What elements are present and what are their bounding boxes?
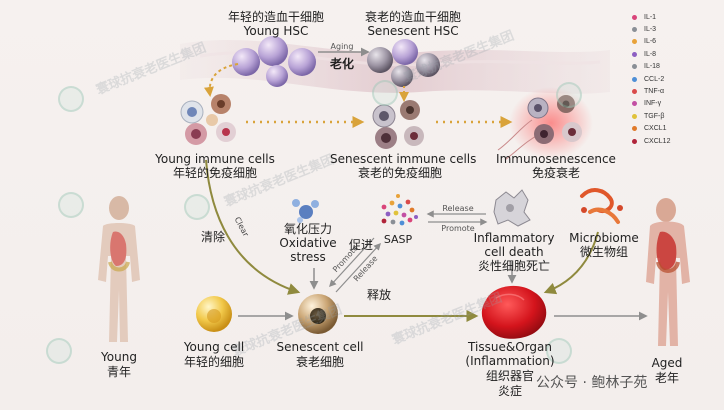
release-top-label: Release <box>442 204 474 213</box>
senescent-immune-label-en: Senescent immune cells <box>330 152 477 166</box>
aging-label-cn: 老化 <box>329 57 354 71</box>
young-hsc-label-cn: 年轻的造血干细胞 <box>227 10 324 24</box>
microbiome-label-en: Microbiome <box>569 231 639 245</box>
legend-label: IL-1 <box>644 13 657 21</box>
young-immune-cells-cluster <box>180 94 236 145</box>
senescent-immune-label-cn: 衰老的免疫细胞 <box>357 166 442 180</box>
legend-dot <box>632 126 637 132</box>
young-hsc-label-en: Young HSC <box>243 24 309 38</box>
immunosenescence-label-en: Immunosenescence <box>496 152 616 166</box>
young-cell-graphic <box>196 296 232 332</box>
inflammatory-death-icon <box>493 189 531 227</box>
promote-label-cn: 促进 <box>348 238 373 252</box>
legend-item: INF-γ <box>632 98 670 110</box>
legend-item: CXCL12 <box>632 135 670 147</box>
senescent-cell-label-en: Senescent cell <box>276 340 364 354</box>
immunosenescence-label-cn: 免疫衰老 <box>531 166 580 180</box>
legend-dot <box>632 27 637 33</box>
legend-item: IL-3 <box>632 23 670 35</box>
release-label-cn: 释放 <box>366 288 391 302</box>
legend-dot <box>632 39 637 45</box>
microbiome-icon <box>580 188 623 224</box>
legend-label: IL-18 <box>644 63 660 71</box>
watermark-logo <box>556 82 582 108</box>
tissue-label-cn1: 组织器官 <box>485 369 534 383</box>
legend-label: CXCL12 <box>644 137 671 145</box>
tissue-label-en1: Tissue&Organ <box>468 340 552 354</box>
aged-human-figure <box>646 198 690 346</box>
watermark-logo <box>46 338 72 364</box>
young-label-en: Young <box>101 350 137 364</box>
oxidative-label-en1: Oxidative <box>279 236 337 250</box>
legend-label: INF-γ <box>644 100 662 108</box>
legend-dot <box>632 89 637 95</box>
legend-label: IL-8 <box>644 50 657 58</box>
legend-dot <box>632 76 637 82</box>
legend-label: TNF-α <box>644 88 664 96</box>
legend-dot <box>632 101 637 107</box>
legend-dot <box>632 113 637 119</box>
sasp-label: SASP <box>383 233 413 246</box>
legend-item: TNF-α <box>632 85 670 97</box>
oxidative-stress-icon <box>292 199 319 223</box>
young-immune-label-en: Young immune cells <box>155 152 275 166</box>
wechat-signature: 公众号 · 鲍林子苑 <box>536 375 648 391</box>
legend-label: TGF-β <box>644 112 665 120</box>
inflam-death-label-cn: 炎性细胞死亡 <box>477 259 550 273</box>
watermark-logo <box>58 192 84 218</box>
inflam-death-label-2: cell death <box>484 245 544 259</box>
senescent-cell-graphic <box>298 294 338 334</box>
aging-label-en: Aging <box>330 42 354 51</box>
legend-item: IL-18 <box>632 61 670 73</box>
watermark-logo <box>372 80 398 106</box>
legend-dot <box>632 138 637 144</box>
watermark-logo <box>58 86 84 112</box>
microbiome-label-cn: 微生物组 <box>579 245 628 259</box>
watermark-logo <box>546 338 572 364</box>
aged-label-cn: 老年 <box>654 371 679 385</box>
legend-label: IL-3 <box>644 26 657 34</box>
young-cell-label-cn: 年轻的细胞 <box>183 355 244 369</box>
legend-item: TGF-β <box>632 110 670 122</box>
senescent-hsc-label-en: Senescent HSC <box>367 24 459 38</box>
senescent-hsc-cells <box>367 39 440 87</box>
promote-top-label: Promote <box>441 224 475 233</box>
tissue-label-cn2: 炎症 <box>497 384 522 398</box>
legend-label: IL-6 <box>644 38 657 46</box>
oxidative-label-cn: 氧化压力 <box>283 222 332 236</box>
inflam-death-label-1: Inflammatory <box>473 231 555 245</box>
legend-item: IL-1 <box>632 11 670 23</box>
senescent-hsc-label-cn: 衰老的造血干细胞 <box>364 10 461 24</box>
young-label-cn: 青年 <box>106 365 131 379</box>
sasp-particles <box>381 194 418 226</box>
young-hsc-cells <box>232 36 316 87</box>
oxidative-label-en2: stress <box>290 250 326 264</box>
tissue-organ-graphic <box>481 285 547 339</box>
watermark-logo <box>184 194 210 220</box>
clear-arrow <box>205 159 301 295</box>
legend-item: IL-8 <box>632 48 670 60</box>
legend-label: CXCL1 <box>644 125 667 133</box>
legend-dot <box>632 51 637 57</box>
young-cell-label-en: Young cell <box>183 340 245 354</box>
aged-label-en: Aged <box>651 356 683 370</box>
senescent-immune-cells-cluster <box>372 100 424 149</box>
clear-label-cn: 清除 <box>200 230 225 244</box>
senescent-cell-label-cn: 衰老细胞 <box>295 355 344 369</box>
tissue-label-en2: (Inflammation) <box>465 354 555 368</box>
young-immune-label-cn: 年轻的免疫细胞 <box>172 166 257 180</box>
legend-item: IL-6 <box>632 36 670 48</box>
legend-item: CCL-2 <box>632 73 670 85</box>
young-human-figure <box>98 196 140 342</box>
legend-dot <box>632 64 637 70</box>
legend-label: CCL-2 <box>644 75 665 83</box>
legend-dot <box>632 14 637 20</box>
legend-item: CXCL1 <box>632 123 670 135</box>
